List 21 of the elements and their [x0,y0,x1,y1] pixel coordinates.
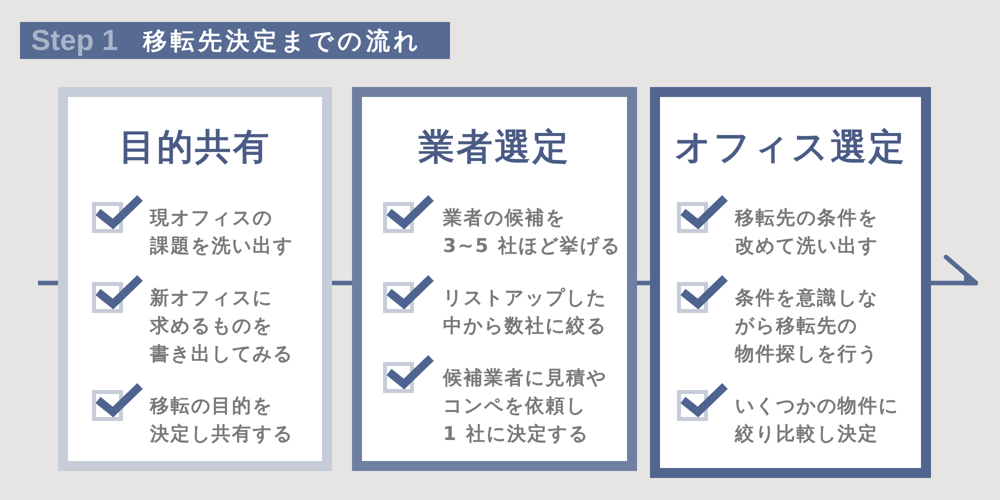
arrow [931,254,980,288]
checklist-item: 現オフィスの課題を洗い出す [150,206,294,259]
title-text: 移転先決定までの流れ [143,26,422,56]
step-panel [58,87,332,471]
checklist-item: リストアップした中から数社に絞る [443,286,608,339]
checklist-item: 候補業者に見積やコンペを依頼し1 社に決定する [443,366,608,447]
step-panel [650,87,931,478]
connector-line [38,280,58,286]
connector-line [332,280,352,286]
checklist-item: 業者の候補を3~5 社ほど挙げる [443,206,622,259]
step-label: Step 1 [31,24,118,58]
panel-heading: 目的共有 [118,126,272,170]
panel-heading: オフィス選定 [674,126,908,170]
checklist-item: 条件を意識しながら移転先の物件探しを行う [735,286,880,367]
connector-line [637,280,650,286]
checklist-item: いくつかの物件に絞り比較し決定 [735,394,900,447]
checklist-item: 移転先の条件を改めて洗い出す [735,206,880,259]
checklist-item: 新オフィスに求めるものを書き出してみる [150,286,294,367]
step-panel [352,87,637,471]
checklist-item: 移転の目的を決定し共有する [150,394,294,447]
panel-heading: 業者選定 [418,126,572,170]
